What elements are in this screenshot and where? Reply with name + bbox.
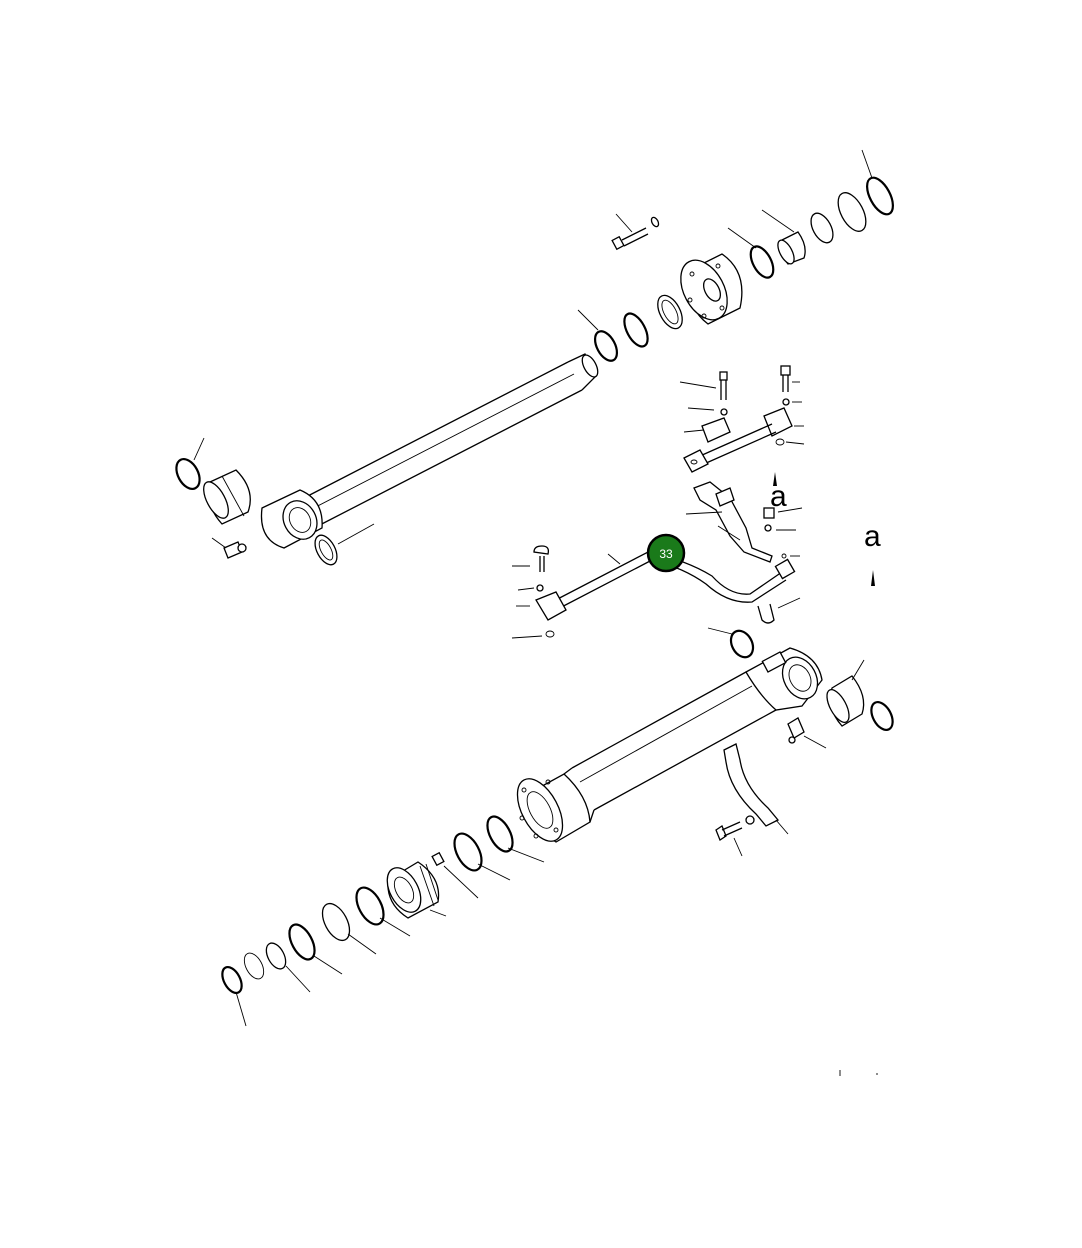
- lower-cylinder-tube: [516, 647, 823, 843]
- lower-bushing: [826, 659, 865, 727]
- lower-snap-ring: [870, 700, 894, 732]
- upper-grease-fitting: [211, 537, 247, 559]
- u-bolt-fitting: [757, 597, 801, 624]
- upper-cylinder-head: [680, 253, 743, 325]
- callout-badge-33[interactable]: 33: [646, 533, 686, 573]
- upper-bushing: [203, 469, 251, 525]
- upper-head-bolt: [611, 213, 660, 251]
- callout-number: 33: [659, 547, 673, 561]
- tube-clamp-band: [715, 743, 789, 857]
- bracket-bolt-nut: [763, 472, 803, 559]
- pipe-clamp-lower: [511, 545, 567, 639]
- detail-marker-a-upper: a: [770, 480, 787, 513]
- upper-rod-rings: [577, 294, 683, 362]
- pipe-clamp-upper: [679, 365, 805, 446]
- callout-badge-circle: [646, 533, 686, 573]
- upper-cylinder-rod: [260, 353, 599, 549]
- lower-pipe-oring: [707, 627, 755, 659]
- detail-marker-arrow-lower: [871, 570, 875, 586]
- upper-pipe: [683, 423, 777, 473]
- detail-marker-a-lower: a: [864, 520, 881, 553]
- mounting-bracket: [685, 481, 773, 563]
- page-marks: [839, 1070, 878, 1076]
- piston-seal-stack: [221, 815, 545, 1027]
- upper-left-snap-ring: [175, 437, 205, 490]
- upper-head-seals: [727, 149, 894, 279]
- lower-grease-fitting: [787, 717, 827, 749]
- upper-dust-seal: [314, 523, 375, 566]
